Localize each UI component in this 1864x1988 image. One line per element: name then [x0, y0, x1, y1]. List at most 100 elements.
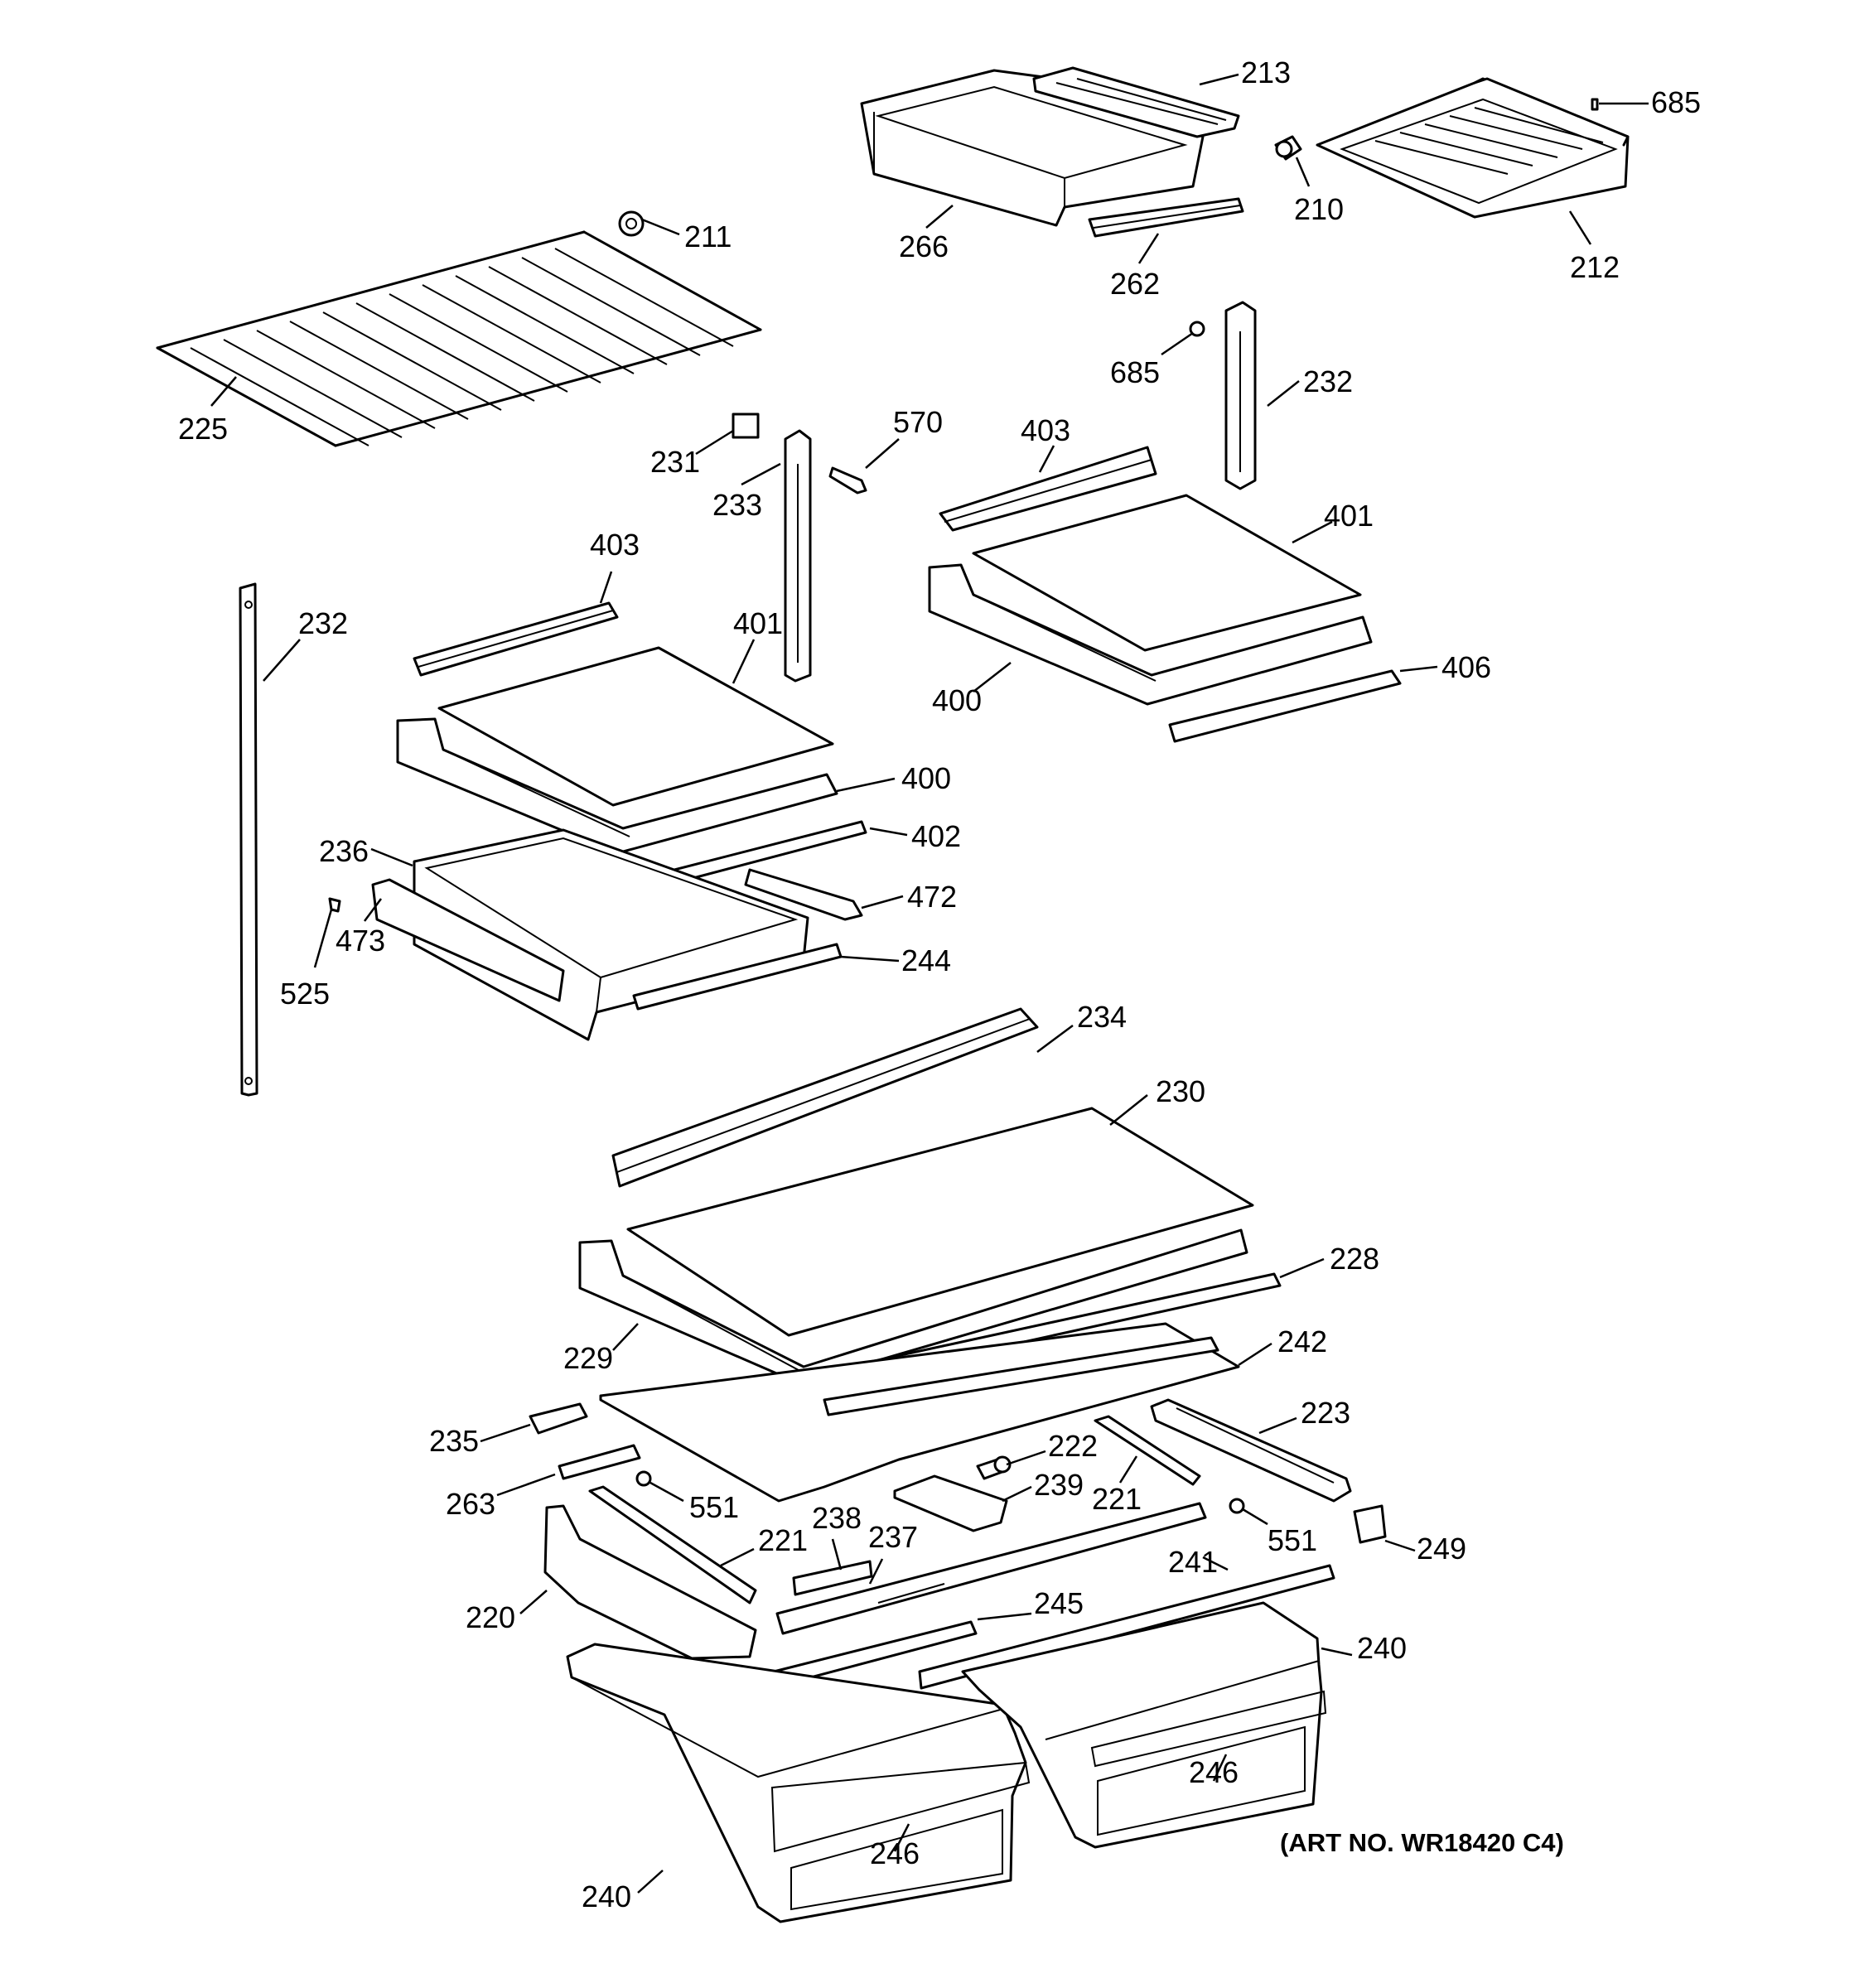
leader-242 — [1238, 1342, 1272, 1367]
leader-lines — [210, 73, 1649, 1894]
callout-245: 245 — [1034, 1586, 1084, 1620]
callout-249: 249 — [1417, 1532, 1466, 1566]
art-number: (ART NO. WR18420 C4) — [1280, 1828, 1564, 1857]
callout-223: 223 — [1301, 1396, 1350, 1430]
callout-230: 230 — [1156, 1074, 1205, 1108]
leader-221-left — [720, 1547, 755, 1567]
leader-570 — [865, 438, 900, 469]
part-551-screw-left — [635, 1470, 652, 1487]
callout-266: 266 — [899, 229, 949, 263]
part-240-drawer-right — [961, 1601, 1327, 1849]
callout-212: 212 — [1570, 250, 1620, 284]
part-210-bushing — [1274, 135, 1302, 161]
part-235-small-rail — [529, 1402, 588, 1435]
callout-246-right: 246 — [1189, 1755, 1239, 1789]
part-525-screw — [328, 897, 341, 913]
leader-229 — [612, 1323, 639, 1351]
part-401-right-glass — [972, 494, 1362, 652]
callout-235: 235 — [429, 1424, 479, 1458]
leader-401-right — [1292, 520, 1333, 544]
part-223-slide-right — [1150, 1398, 1352, 1503]
callout-232-right: 232 — [1303, 364, 1353, 398]
part-401-left-glass — [437, 646, 834, 807]
leader-235 — [480, 1423, 531, 1443]
callout-222: 222 — [1048, 1429, 1098, 1463]
leader-262 — [1137, 233, 1160, 264]
part-213-ice-tray — [1032, 66, 1240, 138]
leader-222 — [1006, 1450, 1046, 1466]
callout-472: 472 — [907, 880, 957, 914]
part-551-screw-right — [1229, 1498, 1245, 1514]
part-406-right-front-trim — [1168, 669, 1402, 743]
callout-210: 210 — [1294, 192, 1344, 226]
leader-551-left — [650, 1481, 684, 1503]
leader-231 — [695, 429, 734, 456]
leader-406 — [1399, 665, 1438, 673]
leader-403-left — [599, 571, 613, 604]
part-234-trim — [611, 1007, 1039, 1188]
leader-240-left — [637, 1870, 664, 1894]
part-403-right-trim — [939, 446, 1157, 532]
leader-241 — [1202, 1556, 1229, 1571]
callout-237: 237 — [868, 1520, 918, 1554]
part-221-left-rail — [588, 1485, 757, 1604]
leader-239 — [1002, 1485, 1032, 1503]
leader-244 — [840, 955, 900, 963]
leader-551-right — [1242, 1508, 1268, 1526]
callout-221-left: 221 — [758, 1523, 808, 1557]
callout-229: 229 — [563, 1341, 613, 1375]
callout-401-left: 401 — [733, 606, 783, 640]
callout-244: 244 — [901, 943, 951, 977]
parts-artwork — [156, 66, 1630, 1923]
leader-401-left — [732, 639, 756, 684]
leader-223 — [1258, 1416, 1297, 1435]
leader-245 — [977, 1612, 1032, 1621]
leader-228 — [1279, 1257, 1325, 1279]
part-221-mid-rail — [1094, 1415, 1201, 1486]
leader-213 — [1199, 73, 1239, 86]
part-231-clip — [732, 413, 760, 439]
callout-236: 236 — [319, 834, 369, 868]
callout-labels: 213 685 211 266 210 262 212 685 232 225 … — [178, 55, 1701, 1913]
part-685-screw-mid — [1189, 321, 1205, 337]
callout-525: 525 — [280, 977, 330, 1011]
part-212-freezer-shelf — [1316, 77, 1630, 219]
part-232-ladder-right — [1224, 301, 1257, 490]
leader-230 — [1109, 1094, 1148, 1126]
part-473-side-slide — [371, 878, 565, 1002]
callout-400-left: 400 — [901, 761, 951, 795]
part-249-latch — [1353, 1504, 1387, 1544]
callout-570: 570 — [893, 405, 943, 439]
leader-220 — [519, 1590, 548, 1614]
callout-221-mid: 221 — [1092, 1482, 1142, 1516]
callout-401-right: 401 — [1324, 499, 1374, 533]
leader-238 — [831, 1538, 843, 1571]
leader-246-right — [1212, 1754, 1228, 1782]
part-400-left-frame — [396, 717, 838, 855]
part-237-divider-rail — [775, 1502, 1207, 1635]
leader-403-right — [1038, 445, 1055, 473]
part-263-small-rail — [558, 1444, 641, 1480]
leader-263 — [496, 1473, 556, 1497]
part-229-frame — [578, 1228, 1248, 1385]
leader-232-left — [263, 639, 301, 682]
callout-240-left: 240 — [582, 1879, 631, 1913]
part-232-ladder-left — [239, 582, 258, 1097]
leader-246-left — [893, 1823, 910, 1852]
part-403-left-trim — [413, 601, 619, 677]
callout-220: 220 — [466, 1600, 515, 1634]
leader-472 — [861, 895, 904, 910]
callout-240-right: 240 — [1357, 1631, 1407, 1665]
leader-210 — [1295, 157, 1311, 187]
leader-212 — [1568, 210, 1592, 245]
callout-262: 262 — [1110, 267, 1160, 301]
part-262-rail — [1088, 197, 1244, 238]
leader-473 — [363, 898, 383, 922]
leader-400-left — [836, 777, 896, 793]
part-400-right-frame — [928, 563, 1373, 706]
leader-221-mid — [1118, 1455, 1138, 1484]
leader-400-right — [973, 662, 1012, 692]
callout-551-right: 551 — [1268, 1523, 1317, 1557]
part-242-cover-glass — [599, 1322, 1240, 1503]
callout-402: 402 — [911, 819, 961, 853]
